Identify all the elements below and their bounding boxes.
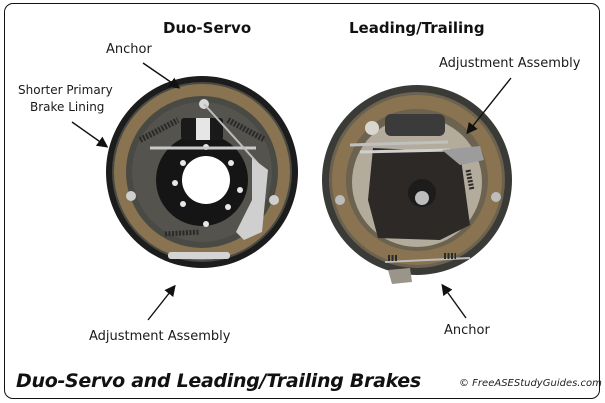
duo-servo-adjustment-label: Adjustment Assembly [89, 329, 231, 344]
arrow-duo-servo-anchor [142, 62, 181, 89]
arrow-leading-trailing-anchor [441, 283, 467, 319]
leading-trailing-anchor-label: Anchor [444, 323, 490, 338]
duo-servo-anchor-label: Anchor [106, 42, 152, 57]
arrow-duo-servo-adjustment [147, 284, 176, 321]
pointer-arrows [71, 62, 512, 321]
leading-trailing-brake-image [322, 85, 512, 284]
primary-lining-label-line2: Brake Lining [30, 100, 105, 114]
duo-servo-brake-image [106, 76, 298, 268]
copyright-credit: © FreeASEStudyGuides.com [459, 378, 602, 389]
leading-trailing-title: Leading/Trailing [349, 19, 485, 37]
arrow-primary-lining [71, 121, 109, 148]
leading-trailing-adjustment-label: Adjustment Assembly [439, 56, 581, 71]
duo-servo-title: Duo-Servo [163, 19, 252, 37]
primary-lining-label-line1: Shorter Primary [18, 83, 113, 97]
figure-caption: Duo-Servo and Leading/Trailing Brakes [16, 370, 421, 392]
arrow-leading-trailing-adjustment [466, 77, 512, 135]
